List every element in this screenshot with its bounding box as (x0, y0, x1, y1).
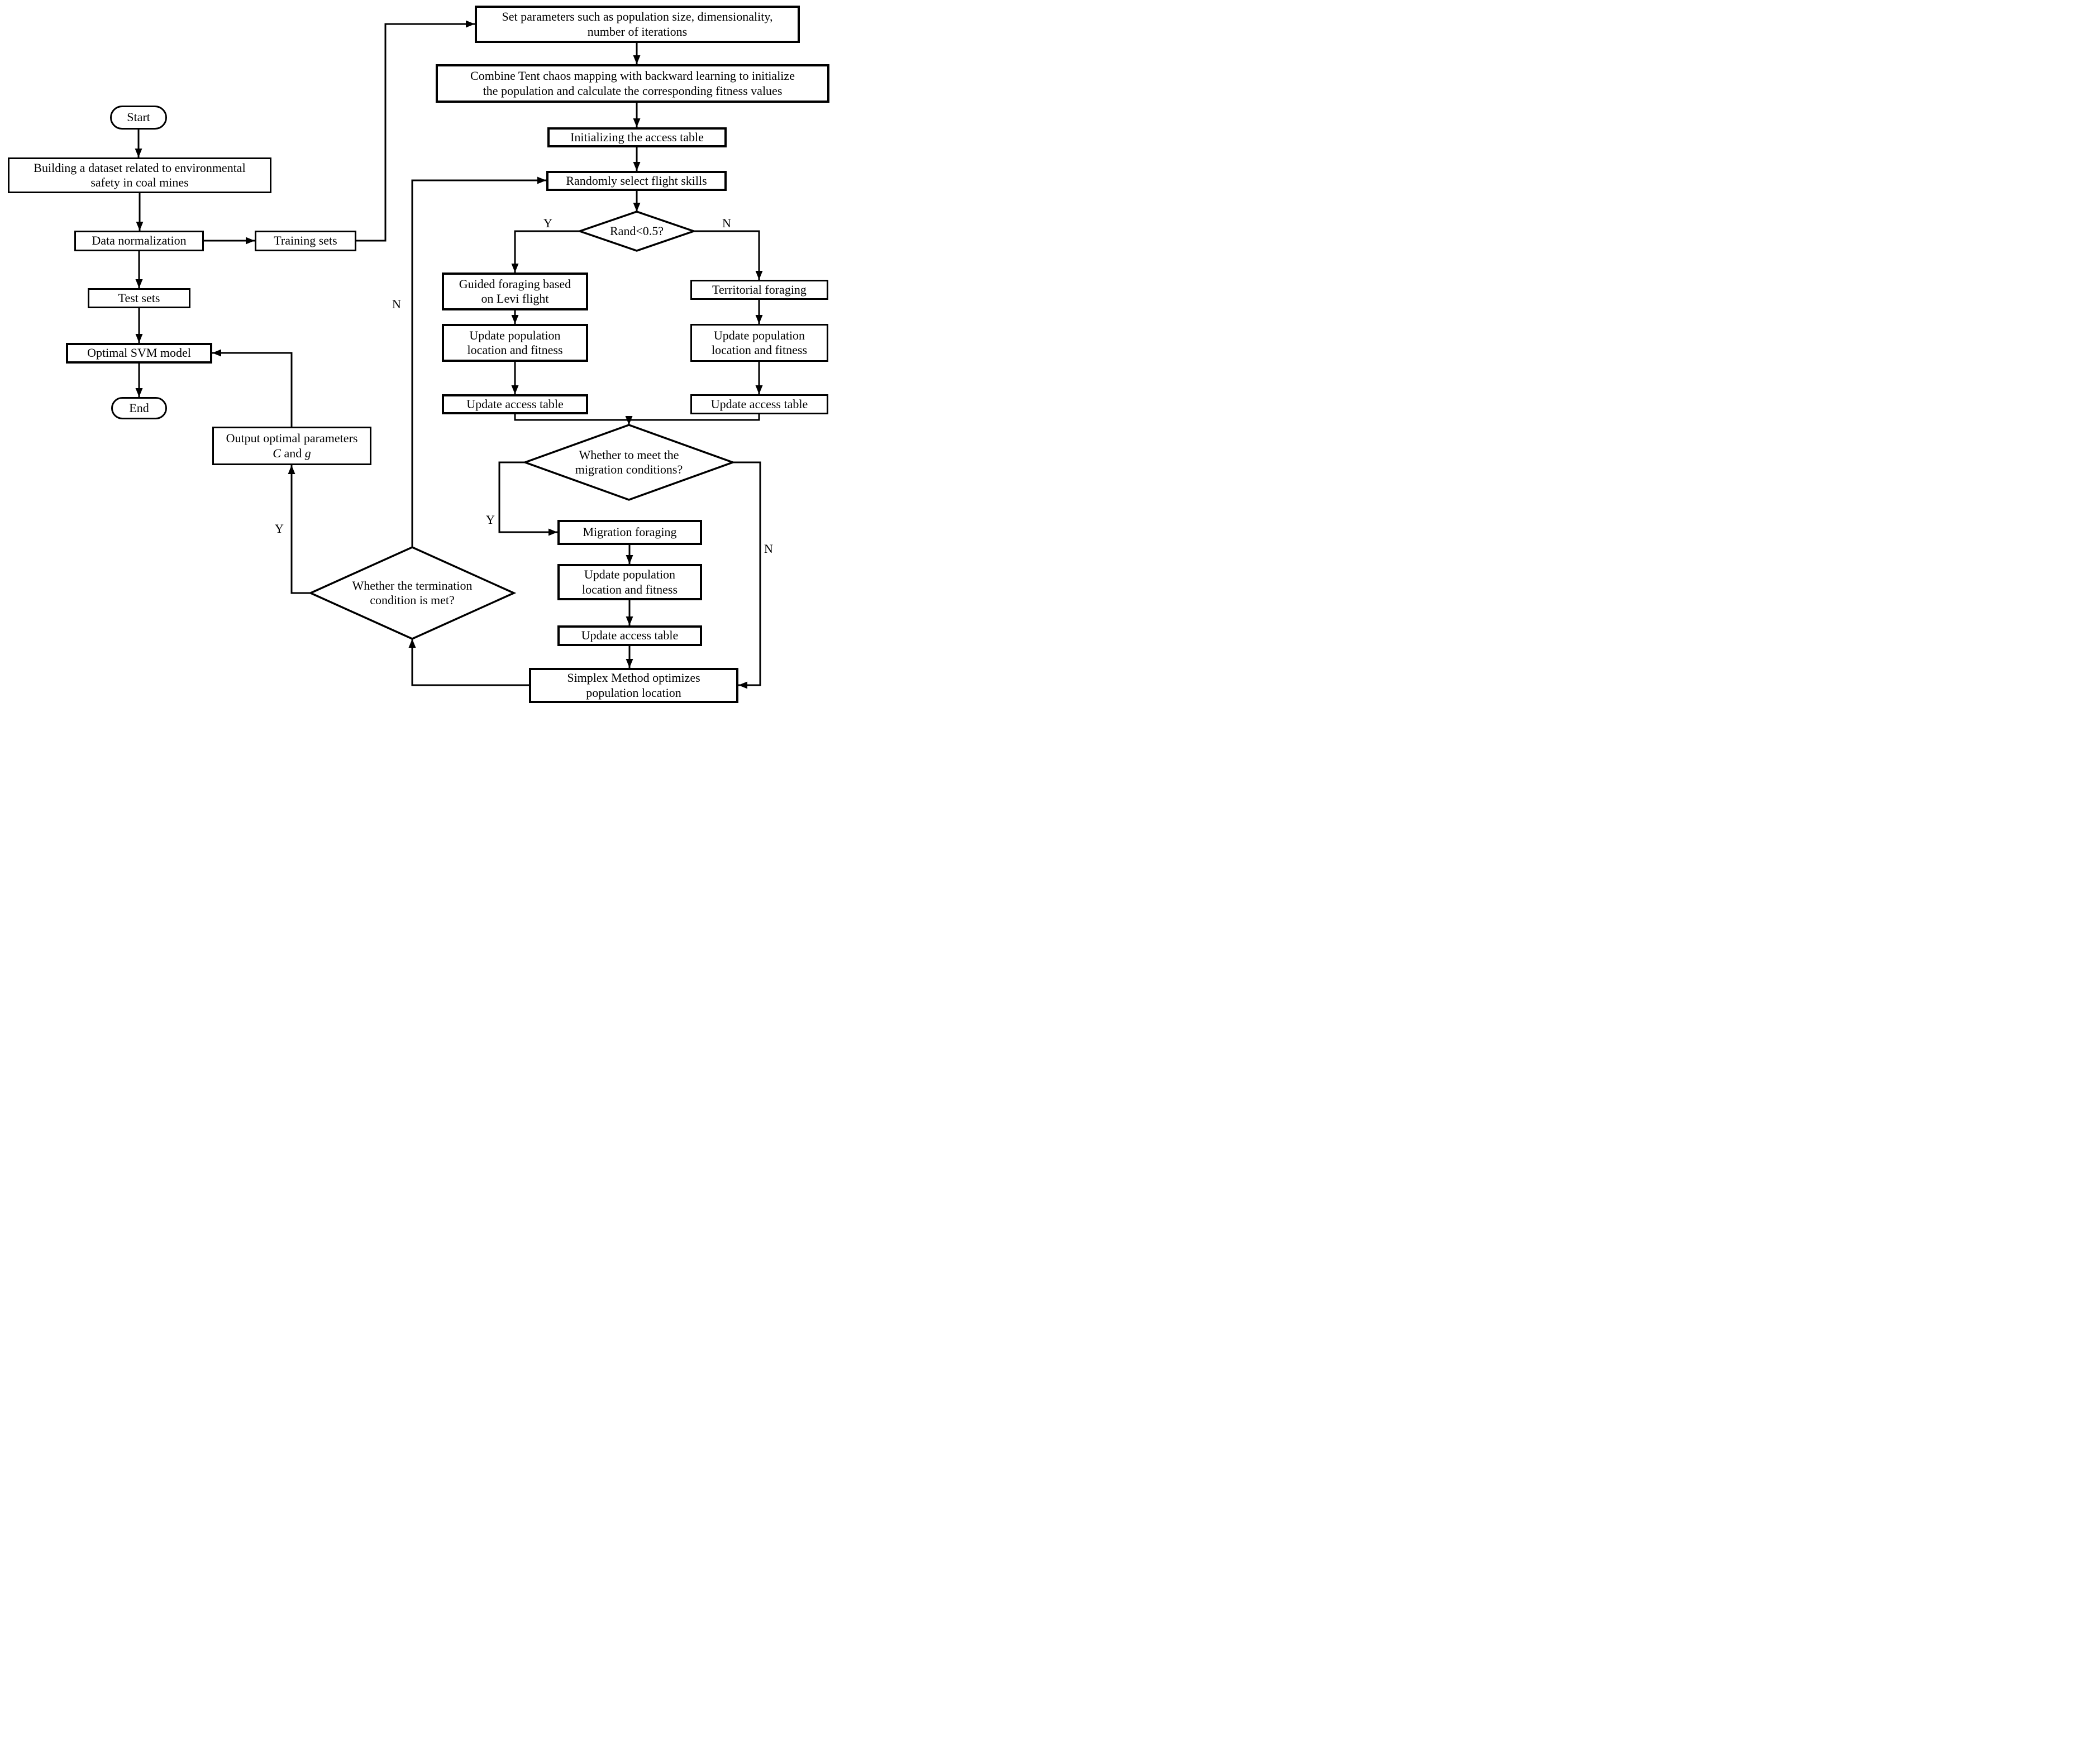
edge-rand-no-to-territorial (694, 230, 763, 280)
node-update-pop-right: Update population location and fitness (690, 324, 828, 362)
node-update-access-bottom: Update access table (557, 625, 702, 646)
termination-yes-label: Y (275, 522, 284, 536)
node-optimal-svm: Optimal SVM model (66, 343, 212, 364)
end-label: End (129, 400, 149, 415)
node-test-sets: Test sets (88, 288, 190, 308)
edge-termination-yes-to-output (288, 465, 311, 594)
output-params-line1: Output optimal parameters (226, 431, 358, 446)
edge-training-to-setparams (356, 20, 475, 242)
connector-layer (135, 20, 763, 689)
update-pop-bottom-label: Update population location and fitness (581, 567, 678, 596)
migration-foraging-label: Migration foraging (583, 525, 677, 539)
rand-yes-label: Y (543, 216, 552, 230)
init-access-label: Initializing the access table (570, 130, 704, 144)
edge-migration-no-to-simplex (733, 461, 761, 689)
migration-decision-diamond (522, 424, 736, 501)
combine-tent-label: Combine Tent chaos mapping with backward… (470, 69, 795, 98)
edge-rand-yes-to-guided (511, 230, 580, 273)
edge-termination-no-to-random (411, 176, 546, 547)
update-access-left-label: Update access table (466, 396, 564, 411)
output-params-line2: C and g (273, 446, 311, 461)
param-g-label: g (304, 446, 311, 460)
termination-decision-diamond (308, 546, 517, 640)
edge-branch-merge (514, 414, 760, 421)
update-pop-right-label: Update population location and fitness (711, 328, 808, 357)
data-normalization-label: Data normalization (92, 233, 187, 248)
node-set-parameters: Set parameters such as population size, … (475, 6, 800, 43)
node-migration-foraging: Migration foraging (557, 520, 702, 545)
termination-no-label: N (392, 297, 401, 311)
set-parameters-label: Set parameters such as population size, … (502, 9, 773, 39)
update-access-right-label: Update access table (710, 396, 808, 411)
update-pop-left-label: Update population location and fitness (467, 328, 563, 357)
node-simplex: Simplex Method optimizes population loca… (529, 668, 738, 703)
node-init-access: Initializing the access table (547, 127, 727, 147)
node-start: Start (110, 106, 167, 130)
node-build-dataset: Building a dataset related to environmen… (8, 157, 271, 193)
rand-no-label: N (722, 216, 731, 230)
node-random-flight: Randomly select flight skills (546, 171, 727, 191)
node-guided-foraging: Guided foraging based on Levi flight (442, 273, 588, 310)
migration-decision-label: Whether to meet the migration conditions… (575, 447, 683, 476)
node-end: End (111, 397, 167, 419)
node-update-pop-left: Update population location and fitness (442, 324, 588, 362)
simplex-label: Simplex Method optimizes population loca… (567, 671, 700, 700)
node-training-sets: Training sets (255, 231, 356, 251)
migration-yes-label: Y (486, 513, 495, 527)
param-and-label: and (280, 446, 305, 460)
edge-output-to-svm (212, 349, 293, 427)
random-flight-label: Randomly select flight skills (566, 173, 707, 188)
termination-decision-label: Whether the termination condition is met… (352, 578, 473, 607)
node-output-params: Output optimal parameters C and g (212, 427, 371, 465)
guided-foraging-label: Guided foraging based on Levi flight (459, 276, 571, 305)
build-dataset-label: Building a dataset related to environmen… (34, 160, 246, 189)
edge-migration-yes-to-foraging (498, 461, 557, 536)
node-territorial-foraging: Territorial foraging (690, 280, 828, 300)
rand-decision-label: Rand<0.5? (609, 223, 664, 238)
test-sets-label: Test sets (118, 290, 160, 305)
edge-simplex-to-termination (408, 639, 529, 686)
flowchart-canvas: Start Building a dataset related to envi… (0, 0, 830, 706)
rand-decision-diamond (576, 211, 697, 252)
node-data-normalization: Data normalization (74, 231, 204, 251)
migration-no-label: N (764, 542, 773, 556)
node-combine-tent: Combine Tent chaos mapping with backward… (436, 64, 829, 103)
node-update-pop-bottom: Update population location and fitness (557, 564, 702, 600)
node-update-access-right: Update access table (690, 394, 828, 414)
optimal-svm-label: Optimal SVM model (87, 346, 191, 360)
territorial-foraging-label: Territorial foraging (712, 282, 807, 297)
training-sets-label: Training sets (274, 233, 337, 248)
update-access-bottom-label: Update access table (581, 628, 679, 643)
node-update-access-left: Update access table (442, 394, 588, 414)
param-c-label: C (273, 446, 281, 460)
start-label: Start (127, 110, 150, 125)
